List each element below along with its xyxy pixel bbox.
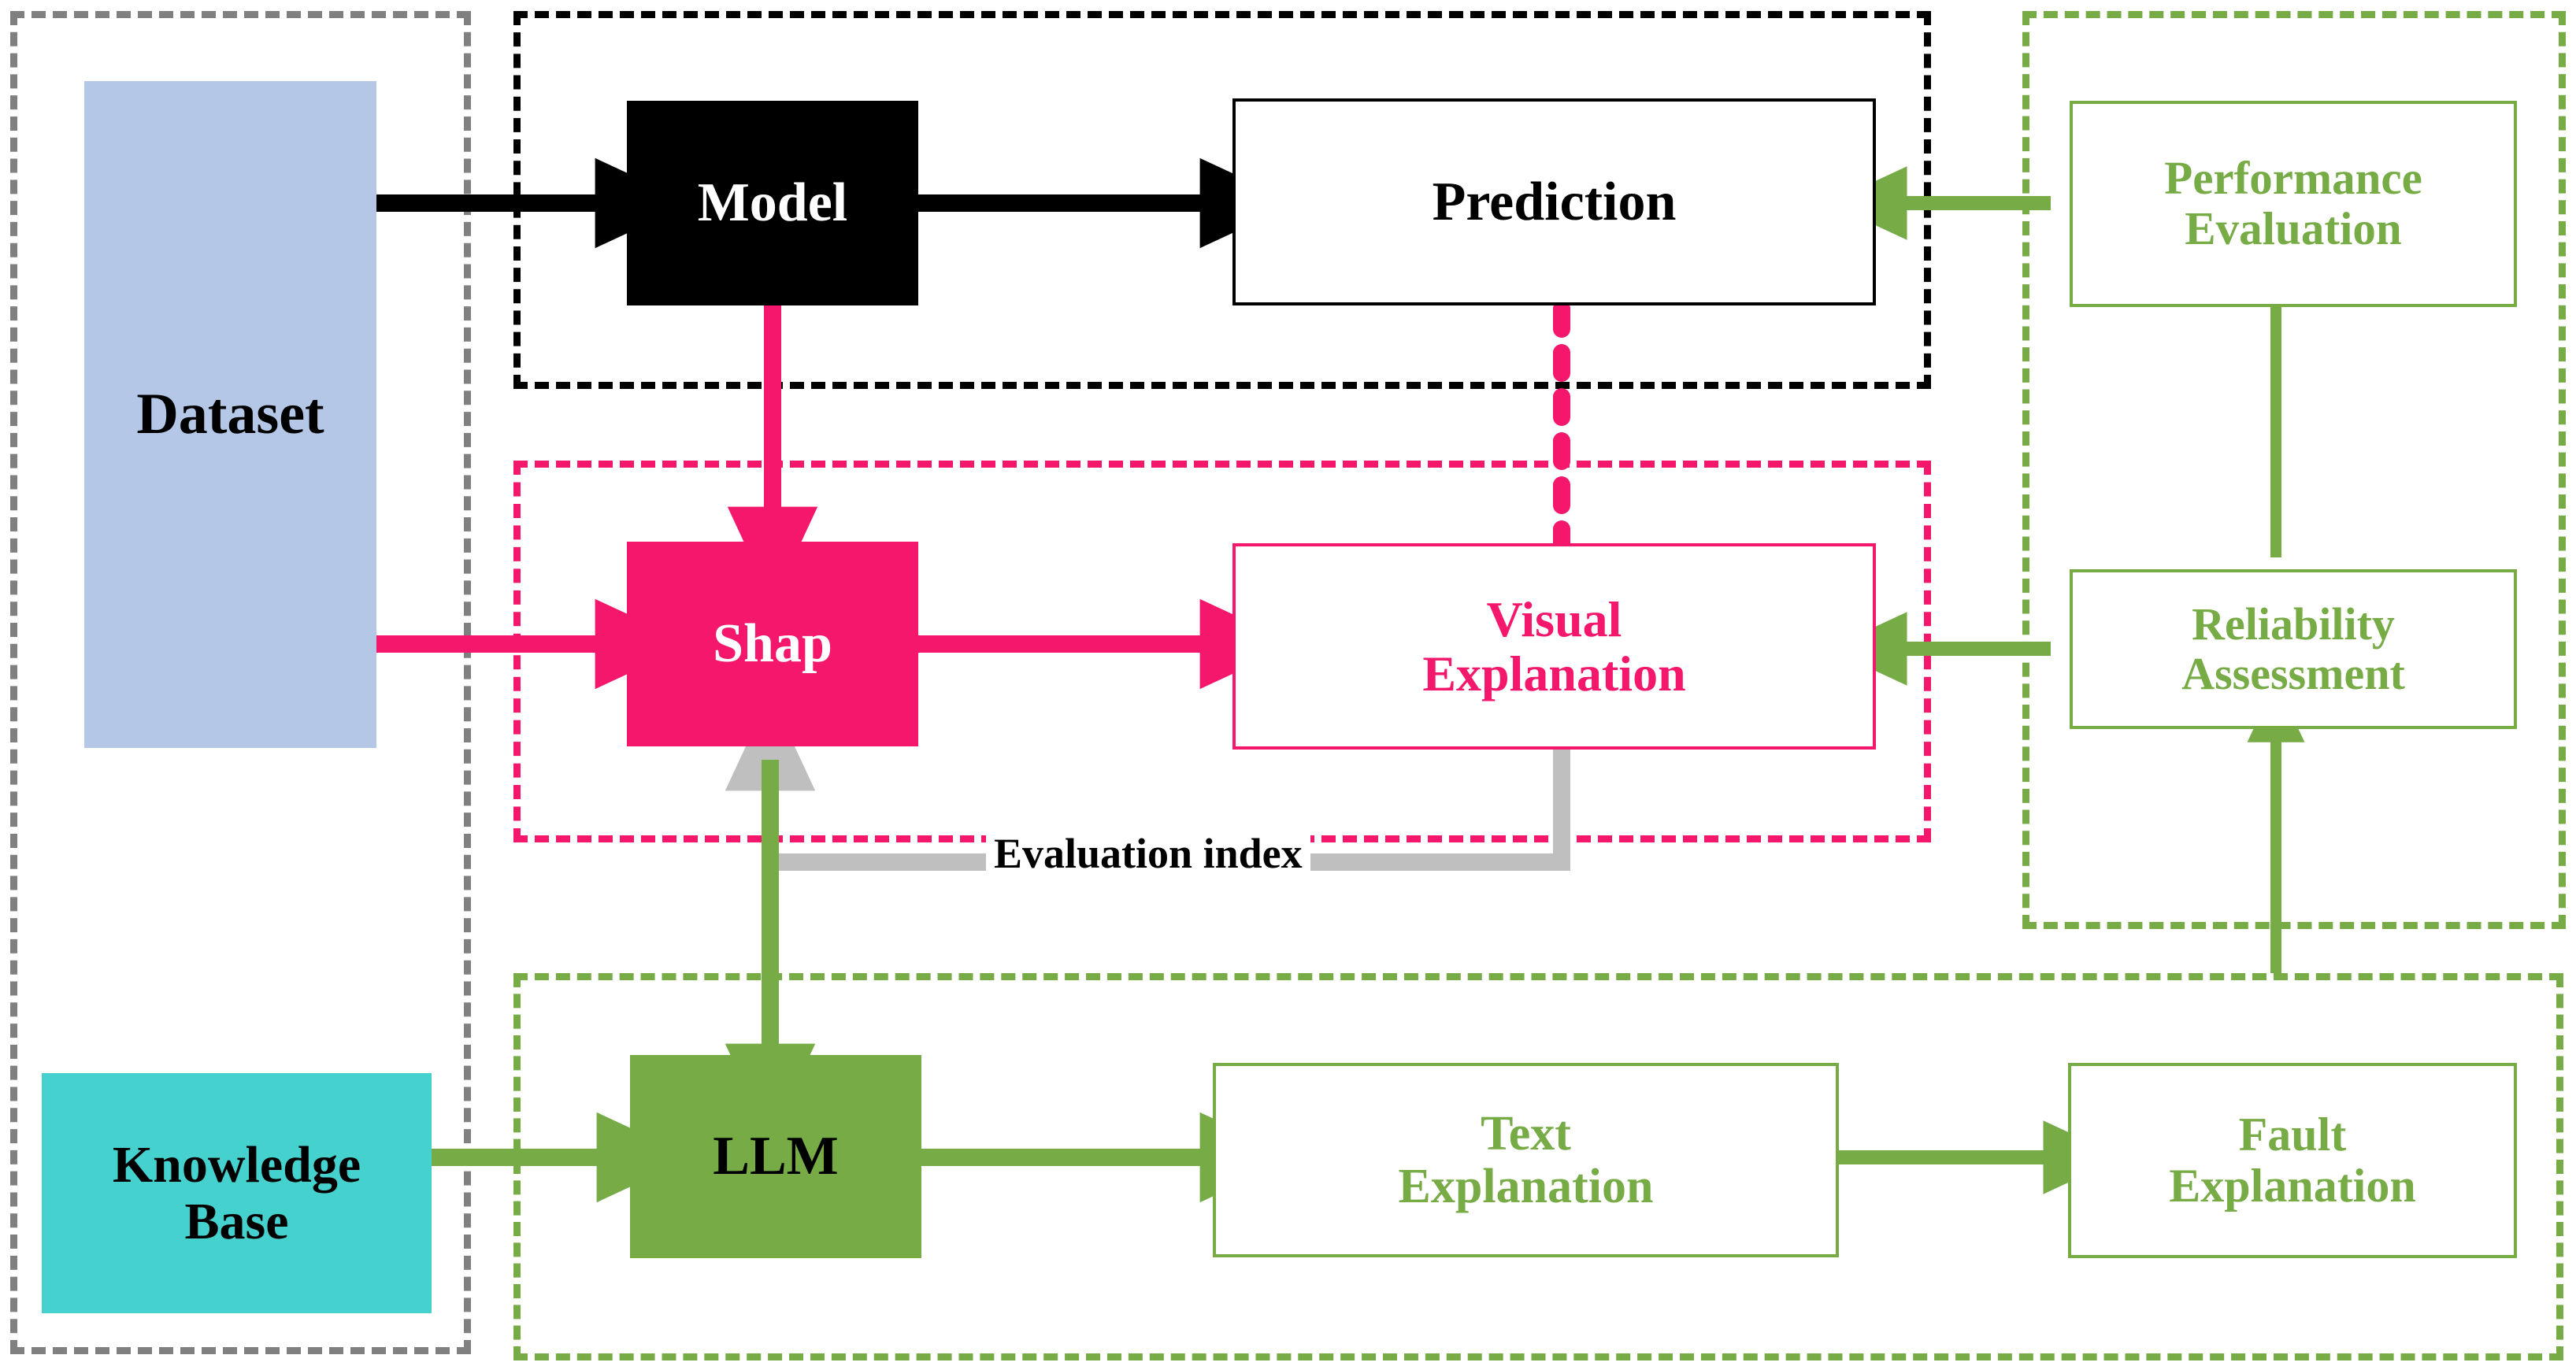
evaluation-panel — [2022, 11, 2566, 929]
reliability-assessment-label-line1: Reliability — [2192, 598, 2395, 650]
prediction-label: Prediction — [1432, 171, 1677, 232]
llm-box[interactable]: LLM — [630, 1055, 921, 1258]
performance-evaluation-label-line2: Evaluation — [2185, 202, 2402, 254]
text-explanation-label-line1: Text — [1481, 1106, 1571, 1161]
model-box[interactable]: Model — [627, 101, 918, 305]
reliability-assessment-label-line2: Assessment — [2181, 647, 2405, 699]
visual-explanation-label-line1: Visual — [1486, 590, 1622, 647]
prediction-box[interactable]: Prediction — [1232, 98, 1876, 305]
fault-explanation-label-line1: Fault — [2238, 1109, 2347, 1161]
reliability-assessment-box[interactable]: Reliability Assessment — [2070, 569, 2517, 729]
dataset-panel — [10, 11, 471, 1354]
performance-evaluation-box[interactable]: Performance Evaluation — [2070, 101, 2517, 307]
knowledge-base-label-line1: Knowledge — [112, 1136, 361, 1194]
performance-evaluation-label-line1: Performance — [2164, 152, 2422, 205]
model-label: Model — [697, 172, 848, 234]
shap-box[interactable]: Shap — [627, 542, 918, 746]
llm-panel — [513, 973, 2563, 1360]
evaluation-index-label: Evaluation index — [986, 829, 1310, 878]
fault-explanation-label-line2: Explanation — [2169, 1160, 2416, 1212]
visual-explanation-label-line2: Explanation — [1422, 646, 1686, 702]
text-explanation-box[interactable]: Text Explanation — [1213, 1063, 1839, 1257]
dataset-box[interactable]: Dataset — [84, 81, 376, 748]
shap-label: Shap — [713, 613, 832, 675]
text-explanation-label-line2: Explanation — [1398, 1159, 1654, 1213]
knowledge-base-box[interactable]: Knowledge Base — [42, 1073, 432, 1313]
visual-explanation-box[interactable]: Visual Explanation — [1232, 543, 1876, 750]
dataset-label: Dataset — [136, 381, 324, 446]
llm-label: LLM — [713, 1126, 839, 1187]
fault-explanation-box[interactable]: Fault Explanation — [2068, 1063, 2517, 1258]
knowledge-base-label-line2: Base — [184, 1192, 289, 1250]
